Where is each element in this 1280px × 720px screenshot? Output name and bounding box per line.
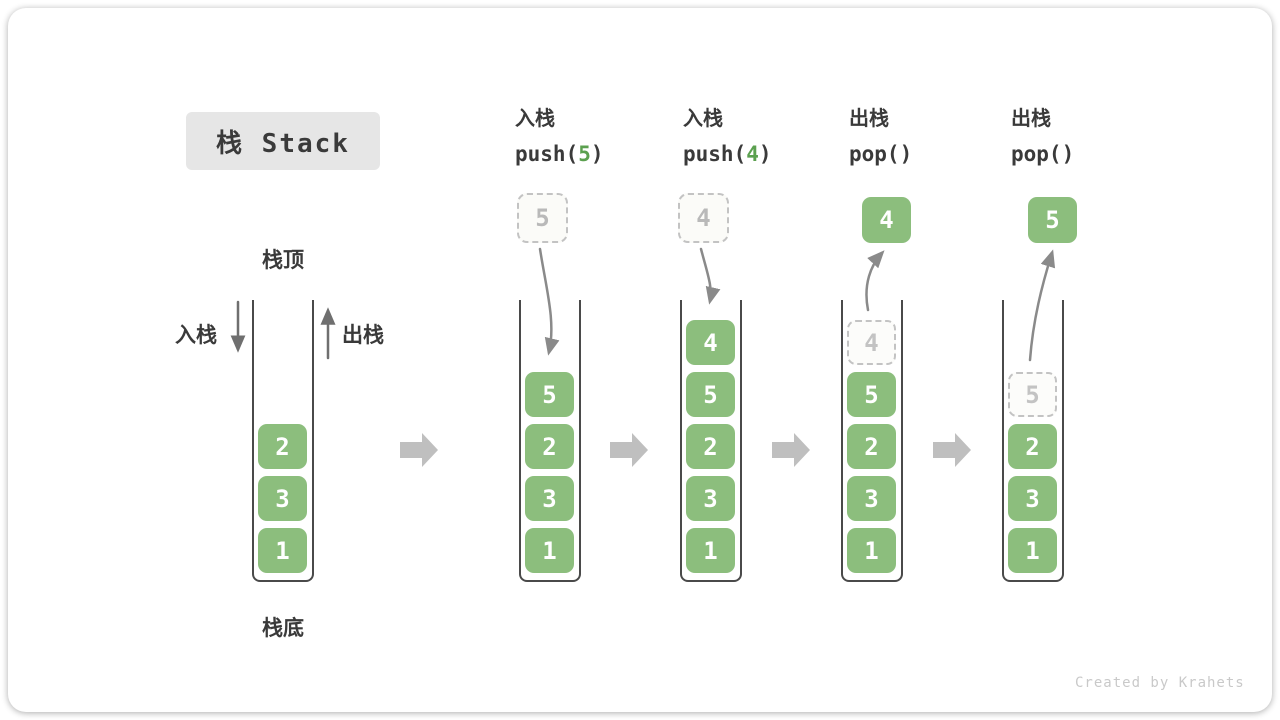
popped-element-5: 5 xyxy=(1028,197,1077,243)
stack-cell: 5 xyxy=(686,372,735,417)
operation-code: push(4) xyxy=(683,141,772,167)
watermark-credit: Created by Krahets xyxy=(1075,675,1245,691)
code-text: ) xyxy=(590,142,604,166)
stack-state-after-pop-5: 5 2 3 1 xyxy=(1002,300,1064,582)
stack-cell: 1 xyxy=(525,528,574,573)
code-text: ) xyxy=(899,142,913,166)
code-text: ) xyxy=(758,142,772,166)
operation-label-push-5: 入栈 push(5) xyxy=(515,106,604,167)
stack-cell: 3 xyxy=(847,476,896,521)
code-text: pop( xyxy=(849,142,900,166)
stack-cell: 5 xyxy=(847,372,896,417)
operation-code: push(5) xyxy=(515,141,604,167)
incoming-element-5: 5 xyxy=(517,193,568,243)
stack-state-after-push-4: 4 5 2 3 1 xyxy=(680,300,742,582)
stack-cell-ghost: 4 xyxy=(847,320,896,365)
stack-cell: 2 xyxy=(525,424,574,469)
operation-cn: 入栈 xyxy=(683,108,723,130)
stack-cell: 1 xyxy=(686,528,735,573)
stack-cell: 1 xyxy=(258,528,307,573)
operation-cn: 出栈 xyxy=(1011,108,1051,130)
popped-element-4: 4 xyxy=(862,197,911,243)
operation-label-pop-2: 出栈 pop() xyxy=(1011,106,1074,167)
stack-cell: 3 xyxy=(686,476,735,521)
stack-cell-ghost: 5 xyxy=(1008,372,1057,417)
stack-cell: 1 xyxy=(847,528,896,573)
operation-cn: 出栈 xyxy=(849,108,889,130)
stack-cell: 2 xyxy=(686,424,735,469)
diagram-title: 栈 Stack xyxy=(186,112,380,170)
stack-cell: 1 xyxy=(1008,528,1057,573)
code-arg: 5 xyxy=(578,142,591,166)
operation-label-pop-1: 出栈 pop() xyxy=(849,106,912,167)
code-arg: 4 xyxy=(746,142,759,166)
stack-state-after-push-5: 5 2 3 1 xyxy=(519,300,581,582)
code-text: push( xyxy=(515,142,579,166)
stack-cell: 3 xyxy=(525,476,574,521)
operation-cn: 入栈 xyxy=(515,108,555,130)
push-side-label: 入栈 xyxy=(175,324,217,347)
operation-code: pop() xyxy=(849,141,912,167)
stack-top-label: 栈顶 xyxy=(262,249,304,272)
code-text: push( xyxy=(683,142,747,166)
operation-label-push-4: 入栈 push(4) xyxy=(683,106,772,167)
stack-cell: 2 xyxy=(1008,424,1057,469)
stack-cell: 2 xyxy=(258,424,307,469)
code-text: pop( xyxy=(1011,142,1062,166)
stack-cell: 3 xyxy=(258,476,307,521)
stack-cell: 4 xyxy=(686,320,735,365)
stack-state-after-pop-4: 4 5 2 3 1 xyxy=(841,300,903,582)
stack-cell: 3 xyxy=(1008,476,1057,521)
stack-bottom-label: 栈底 xyxy=(262,617,304,640)
stack-cell: 5 xyxy=(525,372,574,417)
incoming-element-4: 4 xyxy=(678,193,729,243)
operation-code: pop() xyxy=(1011,141,1074,167)
pop-side-label: 出栈 xyxy=(342,324,384,347)
stack-state-initial: 2 3 1 xyxy=(252,300,314,582)
stack-cell: 2 xyxy=(847,424,896,469)
code-text: ) xyxy=(1061,142,1075,166)
